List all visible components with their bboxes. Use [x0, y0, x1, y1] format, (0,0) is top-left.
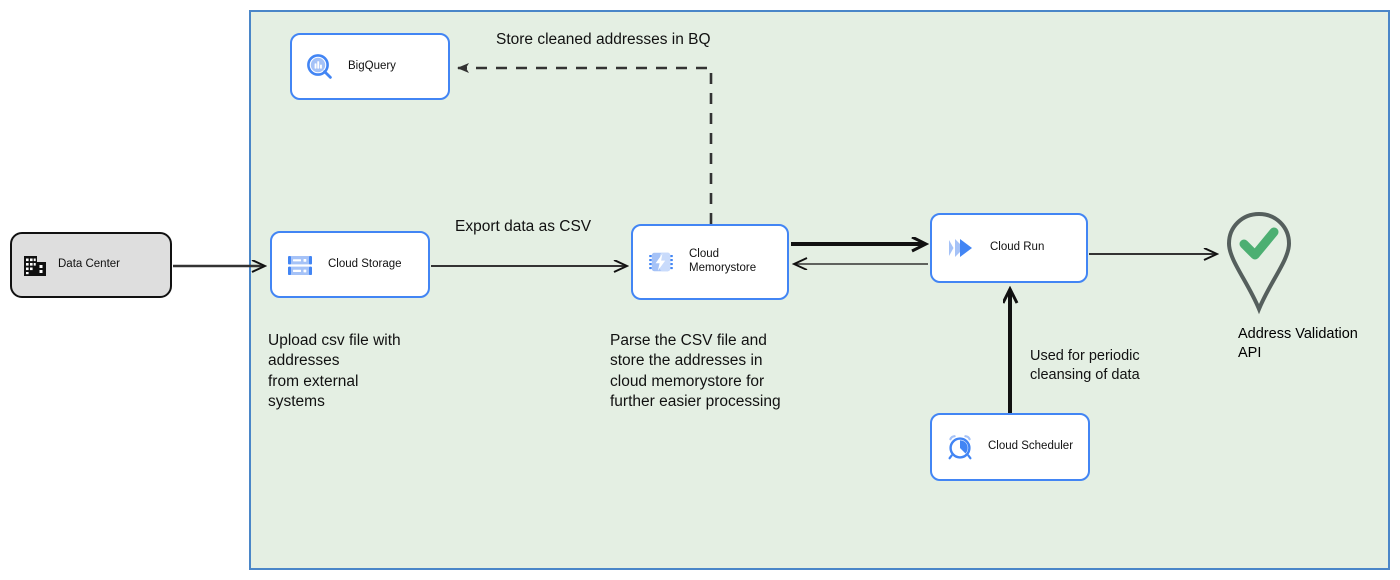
node-label: Cloud Scheduler	[988, 440, 1074, 453]
node-label: BigQuery	[348, 59, 396, 72]
map-pin-check-icon	[1218, 208, 1300, 316]
node-cloud-scheduler[interactable]: Cloud Scheduler	[930, 413, 1090, 481]
cloud-storage-icon	[272, 250, 328, 280]
address-validation-api-label: Address Validation API	[1238, 326, 1358, 362]
node-label: Data Center	[58, 258, 121, 271]
cloud-run-icon	[932, 233, 990, 263]
node-label: Cloud Storage	[328, 257, 402, 270]
edge-label-store-in-bq: Store cleaned addresses in BQ	[496, 31, 711, 48]
cloud-scheduler-icon	[932, 432, 988, 462]
node-bigquery[interactable]: BigQuery	[290, 33, 450, 100]
node-cloud-run[interactable]: Cloud Run	[930, 213, 1088, 283]
node-label: Cloud Run	[990, 241, 1045, 254]
node-data-center[interactable]: Data Center	[10, 232, 172, 298]
note-parse-csv: Parse the CSV file and store the address…	[610, 332, 781, 410]
node-cloud-memorystore[interactable]: Cloud Memorystore	[631, 224, 789, 300]
data-center-icon	[12, 252, 58, 278]
bigquery-icon	[292, 52, 348, 82]
node-label: Cloud Memorystore	[689, 248, 757, 274]
cloud-memorystore-icon	[633, 247, 689, 277]
note-upload-csv: Upload csv file with addresses from exte…	[268, 332, 401, 410]
gcp-project-boundary	[249, 10, 1390, 570]
note-scheduler-purpose: Used for periodic cleansing of data	[1030, 348, 1140, 383]
edge-label-export-csv: Export data as CSV	[455, 218, 592, 235]
node-cloud-storage[interactable]: Cloud Storage	[270, 231, 430, 298]
